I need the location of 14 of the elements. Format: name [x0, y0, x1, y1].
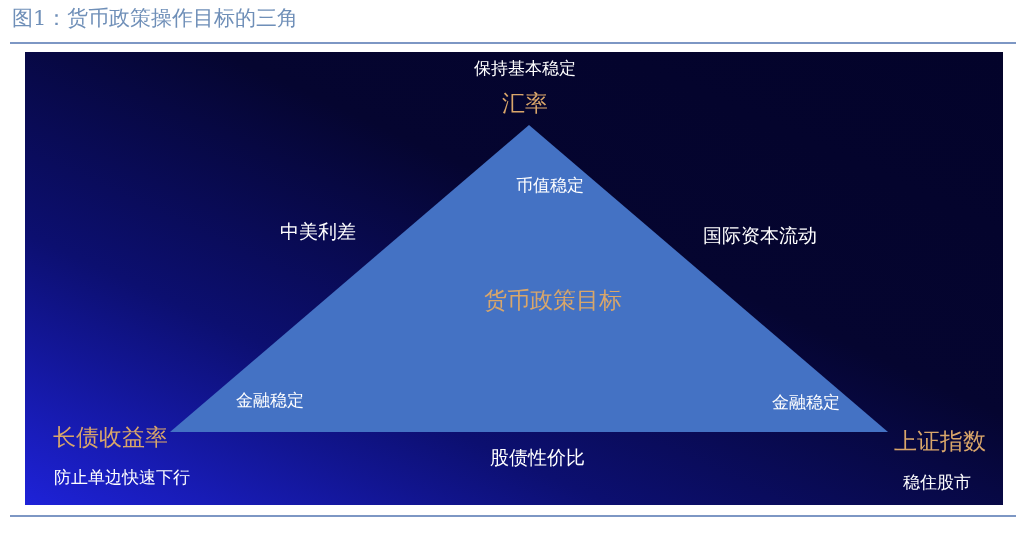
side-label: 股债性价比 [489, 445, 585, 470]
corner-label: 金融稳定 [772, 390, 840, 414]
corner-label: 金融稳定 [236, 388, 304, 412]
vertex-label: 汇率 [502, 88, 548, 118]
vertex-label: 上证指数 [894, 426, 986, 456]
side-label: 中美利差 [280, 219, 356, 244]
vertex-caption: 稳住股市 [903, 470, 971, 494]
vertex-label: 长债收益率 [52, 422, 168, 452]
side-label: 国际资本流动 [703, 223, 817, 248]
center-label: 货币政策目标 [484, 285, 622, 315]
vertex-caption: 防止单边快速下行 [54, 465, 190, 489]
corner-label: 币值稳定 [516, 173, 584, 197]
figure-title: 图1：货币政策操作目标的三角 [12, 5, 299, 32]
vertex-caption: 保持基本稳定 [474, 56, 576, 80]
